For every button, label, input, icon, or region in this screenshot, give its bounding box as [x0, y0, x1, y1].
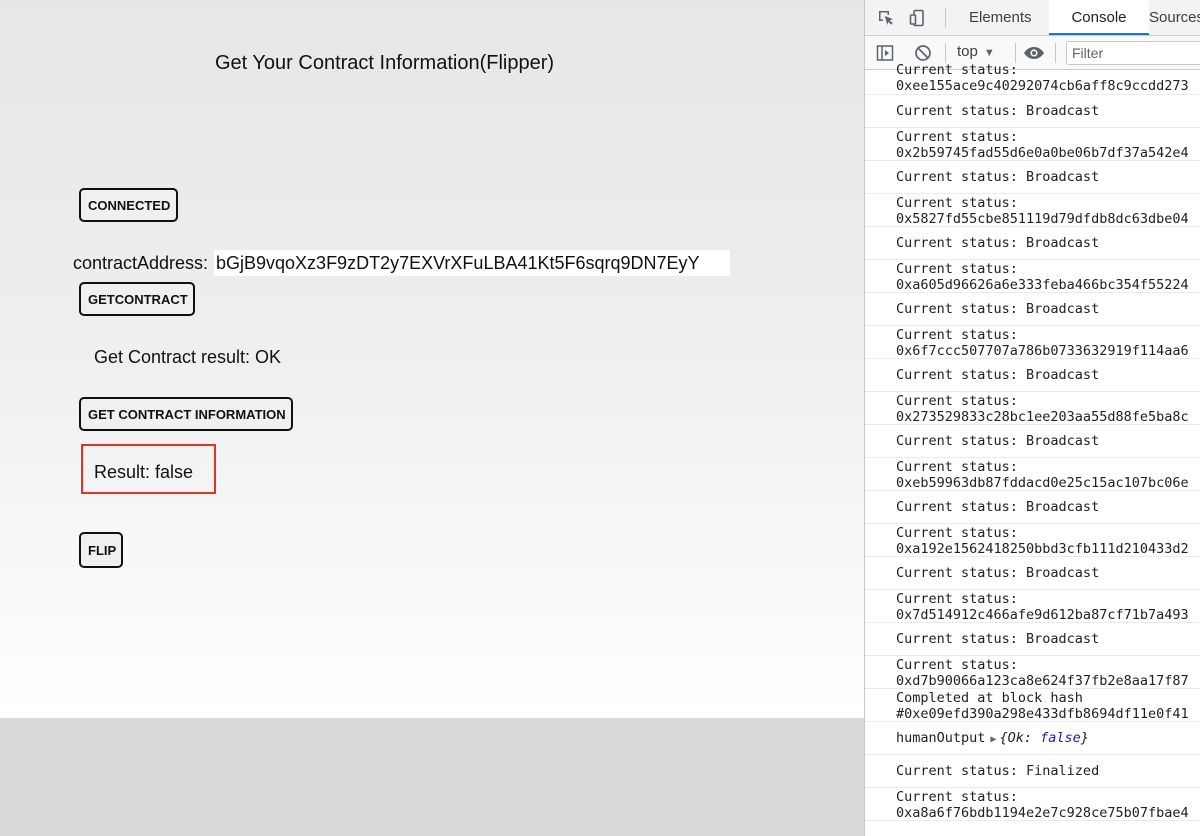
get-contract-button[interactable]: GETCONTRACT — [79, 282, 195, 316]
console-entry: Current status: Broadcast — [865, 227, 1200, 260]
console-entry-line: humanOutput — [896, 730, 986, 746]
console-entry-line: Current status: — [896, 789, 1018, 805]
flip-button[interactable]: FLIP — [79, 532, 123, 568]
console-entry: Current status:0xd7b90066a123ca8e624f37f… — [865, 656, 1200, 689]
tab-console[interactable]: Console — [1049, 0, 1149, 35]
object-colon: : — [1023, 730, 1041, 746]
object-key: Ok — [1007, 730, 1024, 746]
console-entry: Current status: Broadcast — [865, 623, 1200, 656]
console-entry: Current status:0xa192e1562418250bbd3cfb1… — [865, 524, 1200, 557]
expand-arrow-icon[interactable]: ▶ — [990, 734, 997, 745]
console-entry-line: Current status: — [896, 657, 1018, 673]
console-entry: Current status: Broadcast — [865, 95, 1200, 128]
console-entry-line: Current status: — [896, 591, 1018, 607]
console-entry-line: 0xa8a6f76bdb1194e2e7c928ce75b07fbae4 — [896, 805, 1189, 821]
console-entry-line: 0x6f7ccc507707a786b0733632919f114aa6 — [896, 343, 1189, 359]
toolbar-separator — [945, 43, 946, 63]
eye-icon[interactable] — [1023, 44, 1045, 62]
console-entry: Current status: Broadcast — [865, 359, 1200, 392]
context-select-value: top — [957, 43, 978, 60]
app-page: Get Your Contract Information(Flipper) C… — [0, 0, 864, 718]
console-entry: Current status: Broadcast — [865, 293, 1200, 326]
object-value: false — [1040, 730, 1081, 746]
console-entry-line: Current status: Broadcast — [896, 499, 1100, 515]
result-text: Result: false — [94, 462, 194, 482]
app-bottom-area — [0, 718, 864, 836]
console-entry: Current status:0x5827fd55cbe851119d79dfd… — [865, 194, 1200, 227]
connected-button[interactable]: CONNECTED — [79, 188, 178, 222]
console-entry: Current status:0xa8a6f76bdb1194e2e7c928c… — [865, 788, 1200, 821]
console-entry: Current status:0x273529833c28bc1ee203aa5… — [865, 392, 1200, 425]
clear-console-icon[interactable] — [914, 44, 932, 62]
chevron-down-icon: ▼ — [983, 47, 995, 59]
console-entry: Current status:0x2b59745fad55d6e0a0be06b… — [865, 128, 1200, 161]
object-brace: } — [1080, 730, 1089, 746]
object-brace: { — [999, 730, 1008, 746]
console-entry-line: Current status: Broadcast — [896, 367, 1100, 383]
page-title: Get Your Contract Information(Flipper) — [215, 52, 555, 74]
filter-input[interactable] — [1066, 41, 1200, 65]
console-entry-line: Current status: Broadcast — [896, 103, 1100, 119]
console-entry: Current status:0xeb59963db87fddacd0e25c1… — [865, 458, 1200, 491]
contract-address-label: contractAddress: — [73, 253, 209, 273]
console-entry-line: Current status: — [896, 327, 1018, 343]
get-contract-information-button[interactable]: GET CONTRACT INFORMATION — [79, 397, 293, 431]
console-entry-line: 0x7d514912c466afe9d612ba87cf71b7a493 — [896, 607, 1189, 623]
tab-elements[interactable]: Elements — [969, 9, 1032, 26]
toolbar-separator — [1015, 43, 1016, 63]
get-contract-result: Get Contract result: OK — [94, 347, 282, 367]
console-entry-line: 0x5827fd55cbe851119d79dfdb8dc63dbe04 — [896, 211, 1189, 227]
console-entry-line: 0xeb59963db87fddacd0e25c15ac107bc06e — [896, 475, 1189, 491]
console-entry-line: 0xa192e1562418250bbd3cfb111d210433d2 — [896, 541, 1189, 557]
console-entry: Current status: Broadcast — [865, 425, 1200, 458]
console-entry-line: Current status: Broadcast — [896, 631, 1100, 647]
device-toggle-icon[interactable] — [909, 9, 927, 27]
console-entry-line: Current status: — [896, 261, 1018, 277]
console-entry: Current status: Broadcast — [865, 557, 1200, 590]
console-entry-line: Current status: — [896, 129, 1018, 145]
console-entry: Current status:0xee155ace9c40292074cb6af… — [865, 62, 1200, 95]
console-toolbar: top ▼ — [865, 36, 1200, 70]
console-entry-line: Current status: Broadcast — [896, 235, 1100, 251]
console-entry: Current status:0x6f7ccc507707a786b073363… — [865, 326, 1200, 359]
devtools-panel: Elements Console Sources top ▼ Current st… — [864, 0, 1200, 836]
console-entry: Completed at block hash#0xe09efd390a298e… — [865, 689, 1200, 722]
console-entry: Current status: Broadcast — [865, 161, 1200, 194]
console-entry-line: Current status: — [896, 525, 1018, 541]
inspect-icon[interactable] — [877, 9, 895, 27]
console-entry-line: 0xa605d96626a6e333feba466bc354f55224 — [896, 277, 1189, 293]
console-entry-line: Current status: Broadcast — [896, 301, 1100, 317]
console-entry-line: Current status: — [896, 459, 1018, 475]
console-entry-line: Completed at block hash — [896, 690, 1083, 706]
console-entry-line: Current status: Broadcast — [896, 169, 1100, 185]
toolbar-separator — [1055, 43, 1056, 63]
tab-sources[interactable]: Sources — [1149, 9, 1200, 26]
sidebar-toggle-icon[interactable] — [876, 44, 894, 62]
console-entry-line: Current status: Broadcast — [896, 433, 1100, 449]
console-entry-line: Current status: Broadcast — [896, 565, 1100, 581]
console-entry-line: 0x273529833c28bc1ee203aa55d88fe5ba8c — [896, 409, 1189, 425]
console-entry: Current status:0x7d514912c466afe9d612ba8… — [865, 590, 1200, 623]
console-entry-line: Current status: — [896, 195, 1018, 211]
console-entry-line: Current status: — [896, 62, 1018, 78]
console-entry-line: #0xe09efd390a298e433dfb8694df11e0f41 — [896, 706, 1189, 722]
devtools-tabbar: Elements Console Sources — [865, 0, 1200, 36]
console-entry: Current status: Broadcast — [865, 491, 1200, 524]
contract-address-input[interactable] — [214, 250, 730, 276]
console-entry: Current status:0xa605d96626a6e333feba466… — [865, 260, 1200, 293]
console-entry-line: 0xee155ace9c40292074cb6aff8c9ccdd273 — [896, 78, 1189, 94]
result-highlight-box — [81, 444, 216, 494]
console-entry: Current status: Finalized — [865, 755, 1200, 788]
toolbar-separator — [945, 8, 946, 28]
console-entry-line: Current status: Finalized — [896, 763, 1100, 779]
console-entry-line: 0x2b59745fad55d6e0a0be06b7df37a542e4 — [896, 145, 1189, 161]
context-select[interactable]: top ▼ — [957, 43, 995, 60]
console-entry-line: 0xd7b90066a123ca8e624f37fb2e8aa17f87 — [896, 673, 1189, 689]
console-entry[interactable]: humanOutput ▶{Ok: false} — [865, 722, 1200, 755]
console-log: Current status:0xee155ace9c40292074cb6af… — [865, 62, 1200, 821]
console-entry-line: Current status: — [896, 393, 1018, 409]
